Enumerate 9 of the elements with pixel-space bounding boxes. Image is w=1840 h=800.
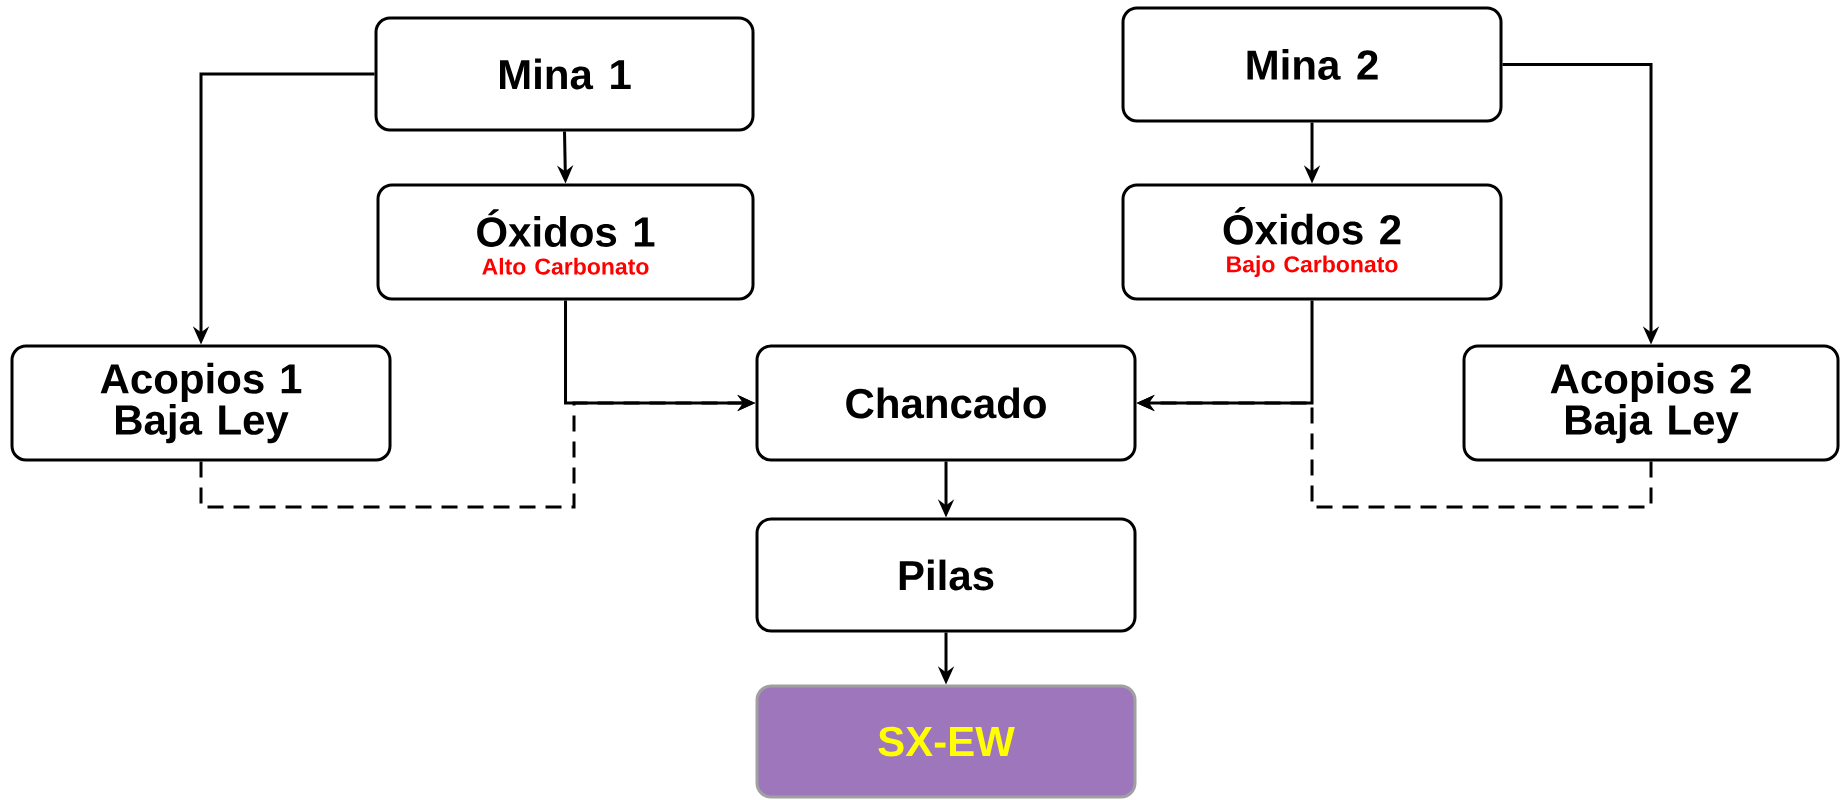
process-box: Pilas — [755, 517, 1137, 633]
process-box: Óxidos 1 Alto Carbonato — [376, 183, 755, 301]
output-box: SX-EW — [755, 684, 1137, 799]
process-box: Mina 1 — [374, 16, 755, 132]
process-box: Óxidos 2 Bajo Carbonato — [1121, 183, 1503, 301]
process-box: Mina 2 — [1121, 6, 1503, 123]
process-box: Acopios 2 Baja Ley — [1462, 344, 1840, 462]
process-box: Chancado — [755, 344, 1137, 462]
process-box: Acopios 1 Baja Ley — [10, 344, 392, 462]
